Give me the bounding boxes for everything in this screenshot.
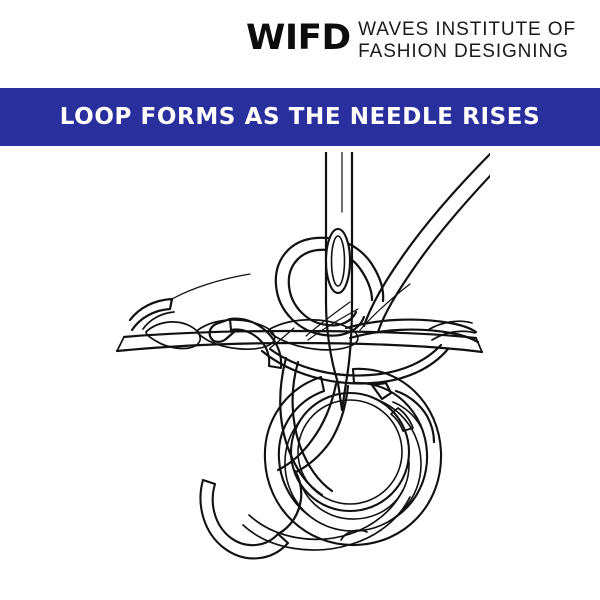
fabric-top-edge [122,329,478,340]
needle-thread-strand-1 [359,283,411,331]
needle-thread-upper-right-a [362,152,490,328]
hook-point-beak [199,478,290,560]
logo-wordmark: WIFD [245,18,351,58]
needle-shaft-right [344,152,354,385]
needle-thread-upper-right-b [376,174,490,334]
needle-thread [269,152,490,349]
needle-shaft-left [324,152,340,385]
outer-race-bottom-notch [340,529,368,541]
lower-thread-swag-2 [268,343,443,377]
hook-thread-sweep-lower [242,496,411,551]
hook-driver-finger [208,317,236,343]
needle-eye-inner [330,235,346,287]
fabric-layer [115,273,484,354]
needle-thread-strand-4 [269,327,295,349]
hook-thread-sweep-lower-2 [248,489,404,541]
illustration-area [0,146,600,600]
fabric-fold-left-inner [142,311,175,330]
stitch-loop-right [427,320,473,331]
title-banner: LOOP FORMS AS THE NEEDLE RISES [0,88,600,146]
needle-thread-strand-2 [307,308,359,341]
header: WIFD WAVES INSTITUTE OF FASHION DESIGNIN… [0,0,600,88]
fabric-left-edge [116,336,125,352]
thread-loop-outer [274,236,366,337]
stitch-loop-1 [145,321,202,350]
lower-thread-swag-1 [260,347,450,385]
bobbin-case-tab-right [390,407,414,432]
thread-to-hook-a [276,382,338,472]
needle-point [336,381,348,412]
rotary-hook-outer-race [263,367,443,547]
stitch-loop-2 [196,319,276,351]
thread-tail-upper-left [171,273,251,300]
fabric-fold-left [128,297,174,332]
needle-assembly [324,152,354,412]
bobbin-case-latch-inner [392,401,422,428]
lower-thread-descender-left [279,356,324,497]
stitch-loop-3 [269,318,359,351]
thread-to-hook-b [294,384,350,474]
brand-logo: WIFD WAVES INSTITUTE OF FASHION DESIGNIN… [246,16,576,63]
logo-institute-name: WAVES INSTITUTE OF FASHION DESIGNING [358,16,576,63]
banner-title-text: LOOP FORMS AS THE NEEDLE RISES [59,104,541,130]
thread-loop-inner [287,248,358,327]
lower-thread-swags [260,343,450,497]
stitch-thread-right-lower [348,328,480,344]
fabric-right-edge [475,337,483,353]
rotary-hook-assembly [199,317,443,560]
logo-institute-line-2: FASHION DESIGNING [358,41,569,62]
lower-thread-descender-left-2 [291,360,334,493]
hook-point-tip [276,469,303,536]
bobbin-case-latch [394,389,436,444]
hook-position-finger [370,381,393,401]
stitch-line [145,318,480,351]
bobbin [297,399,403,505]
sewing-needle-loop-diagram [110,152,490,562]
stitch-loop-right-2 [431,330,476,341]
thread-to-hook [276,382,350,474]
needle-thread-strand-3 [305,301,351,337]
logo-institute-line-1: WAVES INSTITUTE OF [358,19,576,40]
